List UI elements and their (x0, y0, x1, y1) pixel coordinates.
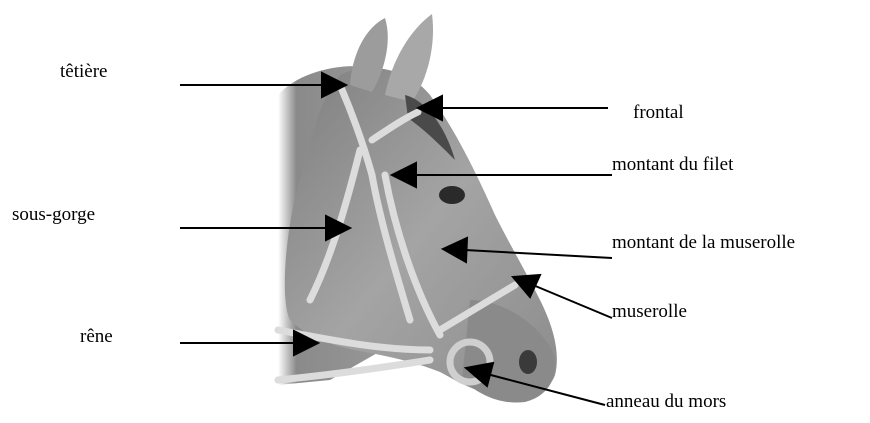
label-tetiere: têtière (60, 62, 107, 81)
horse-ear-right (385, 14, 433, 102)
label-sous-gorge: sous-gorge (12, 205, 95, 224)
label-frontal: frontal (633, 103, 684, 122)
horse-nostril (519, 350, 537, 374)
label-montant-du-filet: montant du filet (612, 155, 733, 174)
label-montant-de-la-muserolle: montant de la muserolle (612, 233, 795, 252)
horse-eye (439, 186, 465, 204)
label-muserolle: muserolle (612, 302, 687, 321)
label-anneau-du-mors: anneau du mors (606, 392, 726, 411)
label-rene: rêne (80, 327, 113, 346)
